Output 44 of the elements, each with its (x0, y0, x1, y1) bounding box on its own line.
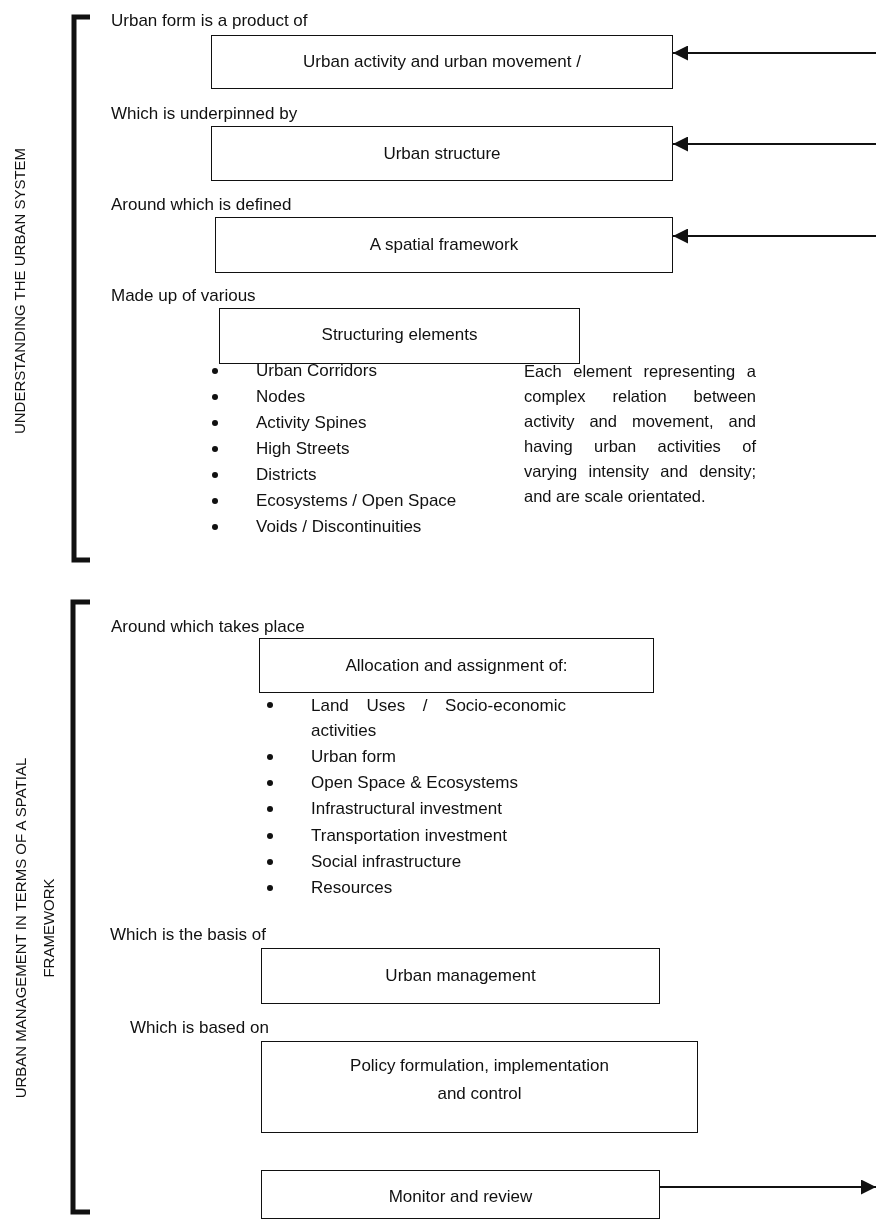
list-item: Activity Spines (256, 412, 367, 434)
list-item: High Streets (256, 438, 350, 460)
list-item: Urban form (311, 746, 397, 768)
box-label: Structuring elements (321, 324, 478, 346)
list-item: Open Space & Ecosystems (311, 772, 518, 794)
text-box (261, 1170, 660, 1219)
list-item: Transportation investment (311, 825, 507, 847)
description-text: Each element representing a complex relation between activity and movement, and having urban activities of varying intensity and density; and are scale orientated. (524, 361, 756, 507)
text-box (219, 308, 580, 364)
box-label: A spatial framework (369, 234, 519, 256)
list-item: Nodes (256, 386, 306, 408)
arrow (659, 1179, 876, 1195)
arrow (672, 45, 876, 61)
list-item: Resources (311, 877, 393, 899)
list-item: Land Uses / Socio-economic activities (311, 695, 566, 742)
text-box (261, 1041, 698, 1133)
connector-text: Around which takes place (111, 616, 305, 638)
list-item: Infrastructural investment (311, 798, 502, 820)
box-label: Urban management (385, 965, 536, 987)
box-label: Urban activity and urban movement / (303, 51, 581, 73)
box-label: Policy formulation, implementation and control (349, 1055, 610, 1105)
text-box (261, 948, 660, 1004)
text-box (259, 638, 654, 693)
box-label: Allocation and assignment of: (345, 654, 568, 677)
connector-text: Around which is defined (111, 194, 292, 216)
connector-text: Made up of various (111, 285, 256, 307)
connector-text: Which is based on (130, 1017, 269, 1039)
text-box (211, 126, 673, 181)
connector-text: Which is underpinned by (111, 103, 298, 125)
section-label: URBAN MANAGEMENT IN TERMS OF A SPATIAL FRAMEWORK (11, 756, 58, 1101)
arrow (672, 228, 876, 244)
list-item: Districts (256, 464, 317, 486)
connector-text: Which is the basis of (110, 924, 266, 946)
arrow (672, 136, 876, 152)
list-item: Ecosystems / Open Space (256, 490, 457, 512)
text-box (211, 35, 673, 89)
list-item: Urban Corridors (256, 360, 377, 382)
box-label: Urban structure (383, 142, 501, 165)
text-box (215, 217, 673, 273)
connector-text: Urban form is a product of (111, 10, 308, 32)
section-label: UNDERSTANDING THE URBAN SYSTEM (10, 146, 29, 437)
list-item: Social infrastructure (311, 851, 462, 873)
box-label: Monitor and review (388, 1186, 533, 1208)
list-item: Voids / Discontinuities (256, 516, 422, 538)
